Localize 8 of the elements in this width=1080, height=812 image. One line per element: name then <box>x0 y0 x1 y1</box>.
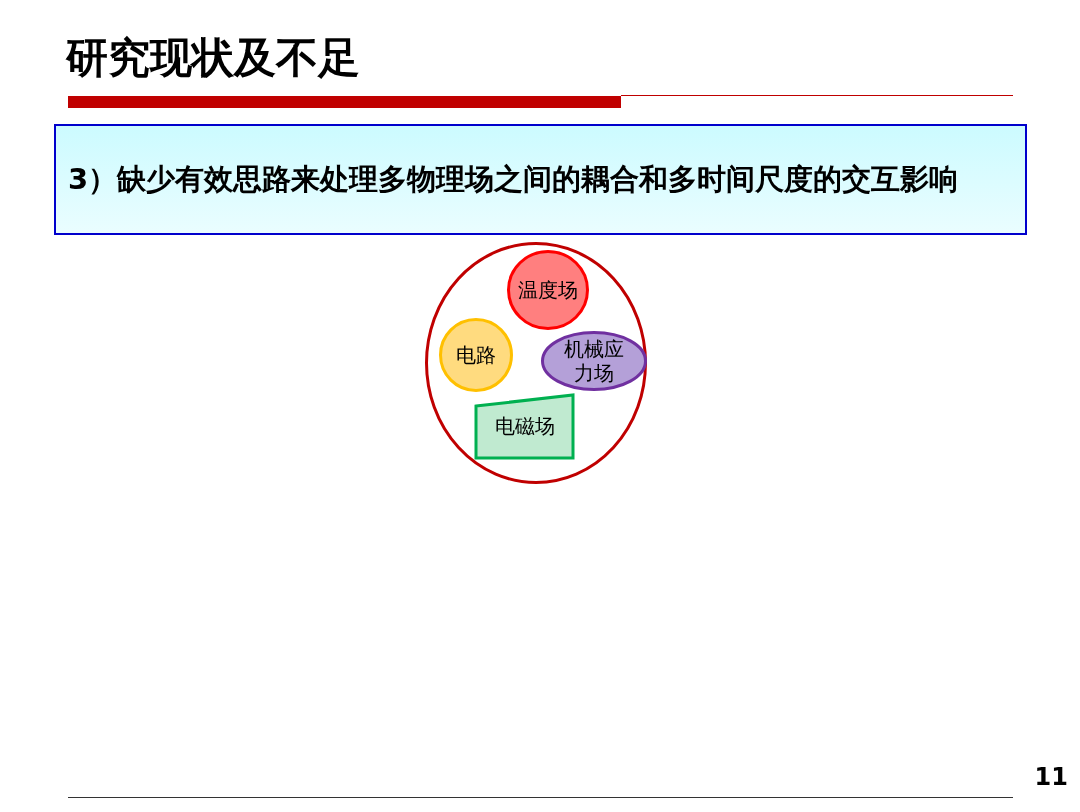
circle-node: 电路 <box>439 318 513 392</box>
page-number: 11 <box>1034 763 1068 791</box>
ellipse-node: 机械应力场 <box>541 331 647 391</box>
enclosing-circle <box>425 242 647 484</box>
circle-node: 温度场 <box>507 250 589 330</box>
slide-title: 研究现状及不足 <box>66 32 360 84</box>
text-banner: 3）缺少有效思路来处理多物理场之间的耦合和多时间尺度的交互影响 <box>54 124 1027 235</box>
trapezoid-node: 电磁场 <box>474 393 576 460</box>
